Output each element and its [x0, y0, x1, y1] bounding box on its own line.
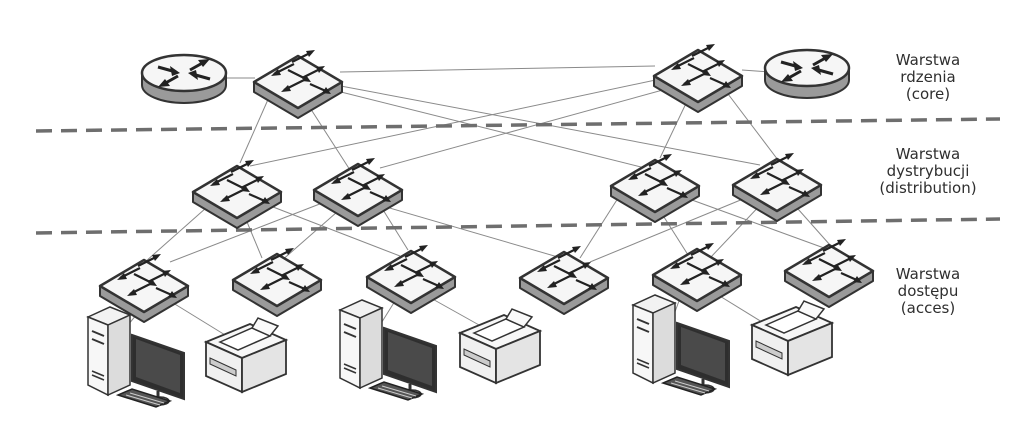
- access-switch-icon: [518, 244, 610, 316]
- layer-label-line: (distribution): [879, 179, 977, 197]
- access-switch-icon: [231, 246, 323, 318]
- layer-label-line: Warstwa: [895, 265, 961, 283]
- computer-icon: [338, 298, 438, 402]
- distribution-switch-icon: [731, 151, 823, 223]
- core-switch-icon: [252, 48, 344, 120]
- access-switch-icon: [365, 243, 457, 315]
- end-devices: [86, 293, 833, 409]
- distribution-switch-icon: [609, 152, 701, 224]
- core-router-icon: [763, 48, 851, 100]
- layer-label-access: Warstwa dostępu (acces): [858, 266, 998, 317]
- layer-label-line: dystrybucji: [886, 162, 970, 180]
- computer-icon: [86, 305, 186, 409]
- distribution-switch-icon: [312, 156, 404, 228]
- layer-separators: [35, 117, 1001, 235]
- printer-icon: [205, 317, 287, 393]
- separator-distribution-access: [35, 217, 1001, 235]
- computer-icon: [631, 293, 731, 397]
- layer-label-line: (core): [905, 85, 951, 103]
- printer-icon: [751, 300, 833, 376]
- distribution-switch-icon: [191, 158, 283, 230]
- layer-label-line: (acces): [900, 299, 956, 317]
- layer-label-core: Warstwa rdzenia (core): [858, 52, 998, 103]
- layer-label-line: dostępu: [897, 282, 959, 300]
- core-layer-devices: [140, 42, 851, 120]
- separator-core-distribution: [35, 117, 1001, 133]
- printer-icon: [459, 308, 541, 384]
- core-switch-icon: [652, 42, 744, 114]
- access-layer-devices: [98, 237, 875, 324]
- layer-label-line: Warstwa: [895, 145, 961, 163]
- layer-label-line: rdzenia: [900, 68, 956, 86]
- core-router-icon: [140, 53, 228, 105]
- layer-label-distribution: Warstwa dystrybucji (distribution): [858, 146, 998, 197]
- layer-label-line: Warstwa: [895, 51, 961, 69]
